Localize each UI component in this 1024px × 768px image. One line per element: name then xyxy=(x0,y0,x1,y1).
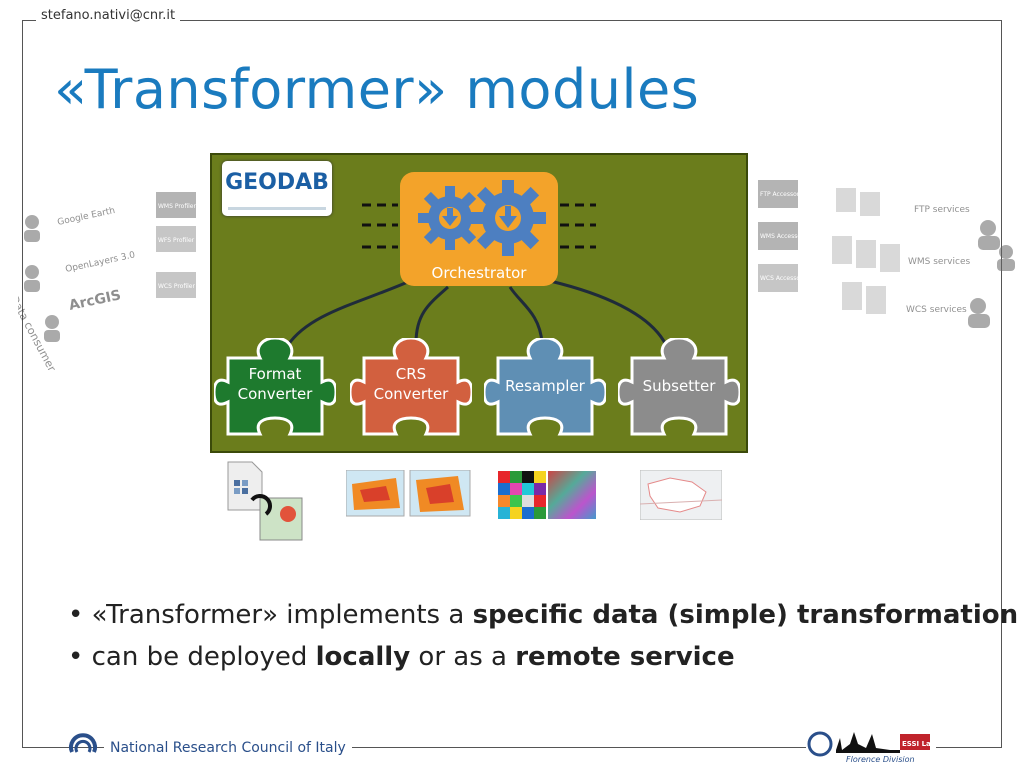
client-google-earth: Google Earth xyxy=(57,206,117,228)
crs-converter-thumbnail xyxy=(346,470,471,517)
module-label-line1: Format xyxy=(248,365,302,383)
footer-organization: National Research Council of Italy xyxy=(104,740,352,756)
subsetter-thumbnail xyxy=(640,470,722,520)
puzzle-piece-icon xyxy=(350,338,472,436)
module-subsetter: Subsetter xyxy=(618,338,740,442)
puzzle-piece-icon xyxy=(214,338,336,436)
module-label: CRS Converter xyxy=(350,364,472,404)
puzzle-piece-icon xyxy=(618,338,740,436)
slide-title: «Transformer» modules xyxy=(54,58,700,121)
client-arcgis: ArcGIS xyxy=(68,287,123,314)
logo-subbar xyxy=(228,207,326,210)
accessor-wcs: WCS Accessor xyxy=(760,275,803,282)
module-label: Resampler xyxy=(484,376,606,396)
module-label-line2: Converter xyxy=(237,385,313,403)
bullet-list: «Transformer» implements a specific data… xyxy=(68,600,1019,684)
module-label-line2: Converter xyxy=(373,385,449,403)
essi-lab-badge: ESSI Lab xyxy=(902,740,936,748)
profiler-wcs: WCS Profiler xyxy=(158,283,195,290)
profiler-wfs: WFS Profiler xyxy=(158,237,195,244)
connections-layer xyxy=(286,203,668,346)
orchestrator-label: Orchestrator xyxy=(431,264,527,282)
service-wms: WMS services xyxy=(908,257,970,267)
bullet-emphasis: remote service xyxy=(515,642,735,672)
slide-frame xyxy=(22,20,1002,748)
accessor-ftp: FTP Accessor xyxy=(760,191,800,198)
module-crs-converter: CRS Converter xyxy=(350,338,472,442)
data-consumers-diagram: Google Earth OpenLayers 3.0 ArcGIS WMS P… xyxy=(18,192,196,370)
client-openlayers: OpenLayers 3.0 xyxy=(65,250,137,275)
cnr-logo-icon xyxy=(69,733,97,753)
module-resampler: Resampler xyxy=(484,338,606,442)
user-icon xyxy=(24,215,60,342)
accessor-box-3 xyxy=(758,264,798,292)
bullet-item: «Transformer» implements a specific data… xyxy=(68,600,1019,630)
bullet-text: «Transformer» implements a xyxy=(91,600,473,630)
resampler-thumbnail xyxy=(498,471,596,519)
service-wcs: WCS services xyxy=(906,305,967,315)
bullet-text: or as a xyxy=(410,642,516,672)
accessor-box-2 xyxy=(758,222,798,250)
module-label-line1: CRS xyxy=(395,365,427,383)
user-icon xyxy=(968,220,1015,328)
gears-icon xyxy=(418,180,546,256)
module-links xyxy=(286,279,668,346)
server-icon xyxy=(832,188,900,314)
data-services-diagram: FTP Accessor WMS Accessor WCS Accessor F… xyxy=(758,180,1015,328)
puzzle-piece-icon xyxy=(484,338,606,436)
module-label: Subsetter xyxy=(618,376,740,396)
geodab-logo-text: GEODAB xyxy=(225,170,329,195)
format-converter-thumbnail xyxy=(227,461,303,541)
service-ftp: FTP services xyxy=(914,205,970,215)
bullet-item: can be deployed locally or as a remote s… xyxy=(68,642,1018,672)
bullet-emphasis: specific data (simple) transformation xyxy=(472,600,1019,630)
bullet-text: can be deployed xyxy=(91,642,316,672)
bullet-emphasis: locally xyxy=(315,642,411,672)
dashed-links xyxy=(362,203,596,249)
header-email: stefano.nativi@cnr.it xyxy=(36,8,181,23)
accessor-wms: WMS Accessor xyxy=(760,233,804,240)
module-label-line1: Subsetter xyxy=(642,377,716,395)
module-label-line1: Resampler xyxy=(505,377,585,395)
geodab-logo: GEODAB xyxy=(222,161,332,216)
florence-division-label: Florence Division xyxy=(846,755,915,764)
orchestrator-box: Orchestrator xyxy=(400,172,558,286)
accessor-box-1 xyxy=(758,180,798,208)
profiler-box-2 xyxy=(156,226,196,252)
profiler-box-3 xyxy=(156,272,196,298)
florence-division-logo: ESSI Lab Florence Division xyxy=(806,724,936,764)
profiler-wms: WMS Profiler xyxy=(158,203,196,210)
profiler-box-1 xyxy=(156,192,196,218)
